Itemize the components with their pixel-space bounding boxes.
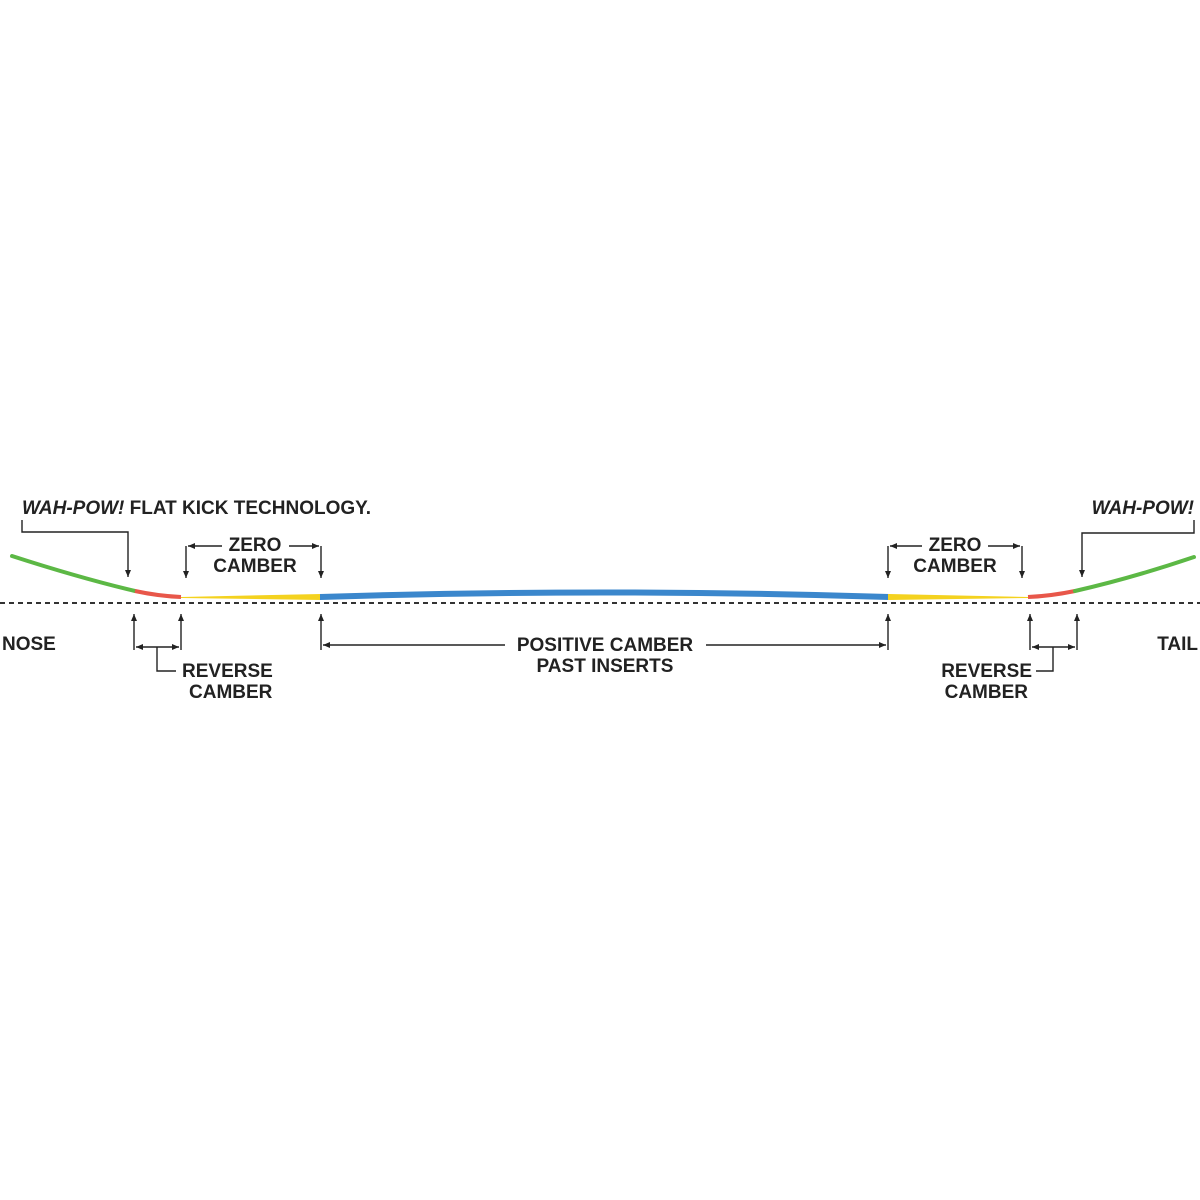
reverse-right-leader [1036, 647, 1054, 672]
wah-pow-right-label: WAH-POW! [1092, 498, 1194, 519]
tail-label: TAIL [1157, 634, 1198, 655]
positive-camber-line2: PAST INSERTS [537, 656, 674, 677]
zero-camber-left-line1: ZERO [229, 535, 282, 556]
nose-reverse-segment [134, 589, 182, 599]
positive-camber-segment [320, 589, 889, 600]
reverse-camber-right-line1: REVERSE [941, 661, 1032, 682]
tail-zero-segment [888, 594, 1029, 600]
reverse-camber-left-line2: CAMBER [189, 682, 273, 703]
nose-green-segment [10, 554, 137, 593]
zero-camber-right-line2: CAMBER [913, 556, 997, 577]
flat-kick-text: FLAT KICK TECHNOLOGY. [124, 498, 371, 519]
flat-kick-technology-label: WAH-POW! FLAT KICK TECHNOLOGY. [22, 498, 371, 519]
nose-zero-segment [181, 594, 321, 600]
reverse-camber-right-line2: CAMBER [945, 682, 1029, 703]
nose-label: NOSE [2, 634, 56, 655]
reverse-camber-left-line1: REVERSE [182, 661, 273, 682]
flat-kick-leader [21, 520, 131, 577]
reverse-left-leader [156, 647, 176, 672]
zero-camber-left-line2: CAMBER [213, 556, 297, 577]
positive-camber-line1: POSITIVE CAMBER [517, 635, 694, 656]
tail-reverse-segment [1027, 589, 1076, 599]
wah-pow-left-text: WAH-POW! [22, 498, 124, 519]
zero-camber-right-line1: ZERO [929, 535, 982, 556]
wah-pow-right-leader [1079, 520, 1195, 577]
tail-green-segment [1073, 555, 1196, 593]
